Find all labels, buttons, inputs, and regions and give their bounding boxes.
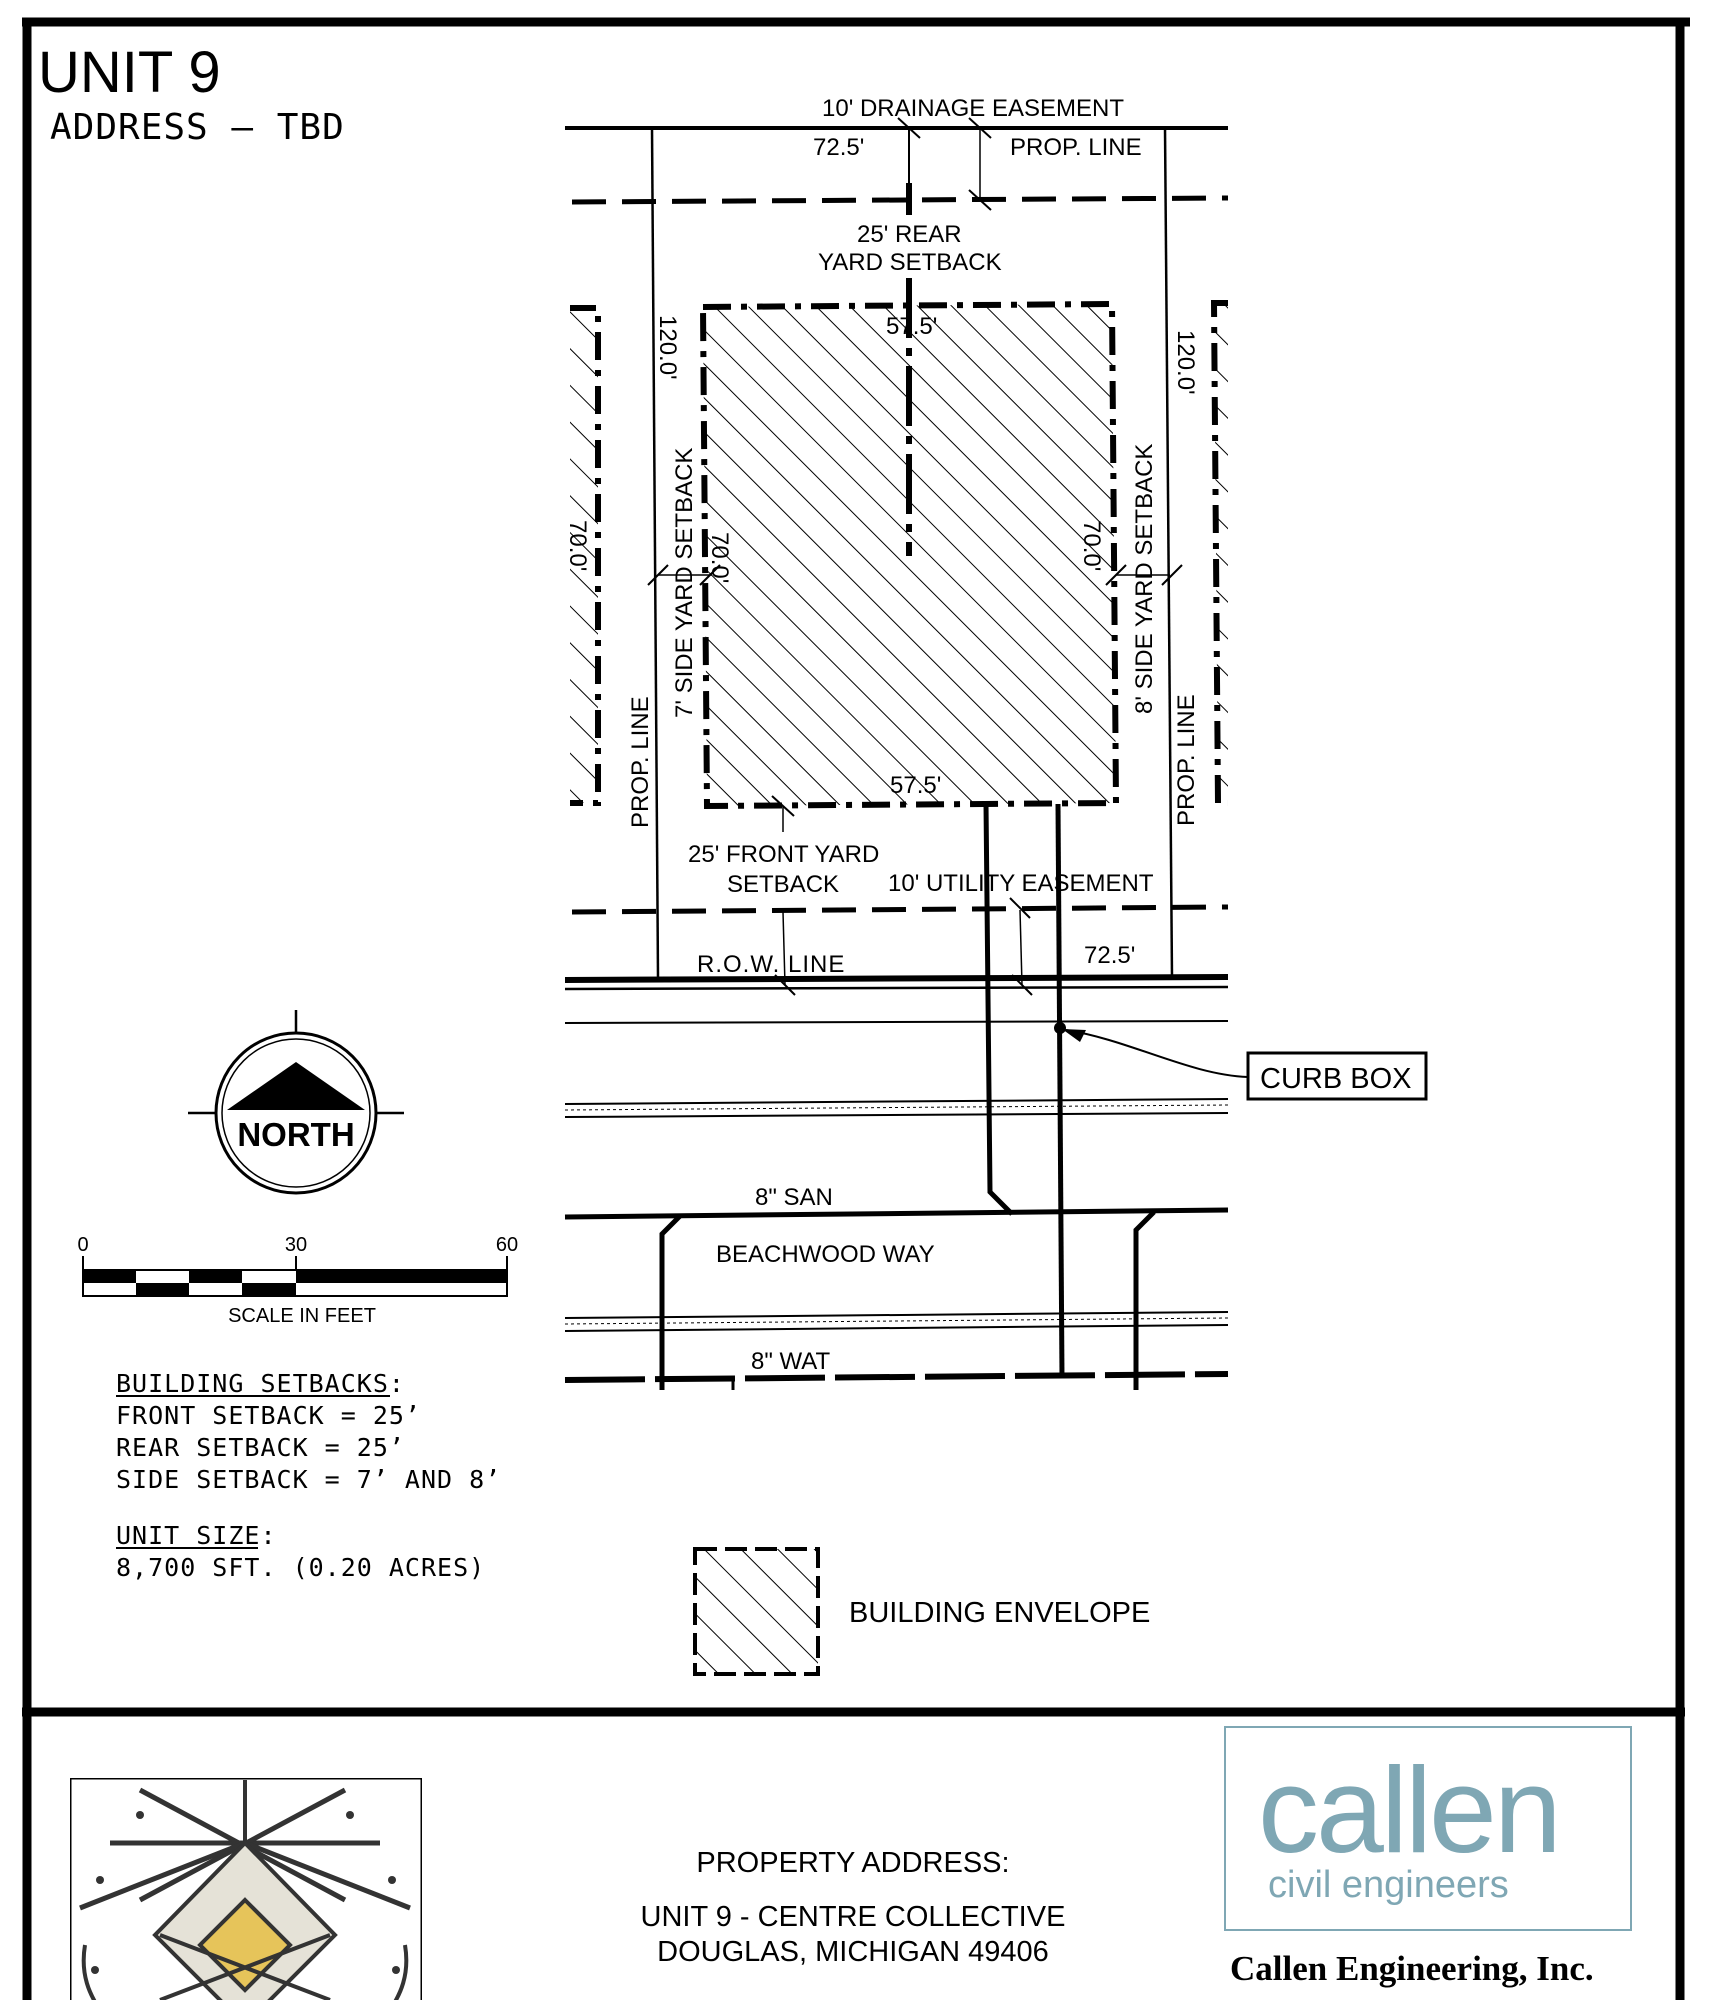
rear-setback-label-2: YARD SETBACK — [818, 249, 1002, 276]
envelope-depth-right-label: 70.0' — [1078, 520, 1105, 571]
legend-envelope-swatch — [693, 1547, 820, 1676]
row-line — [564, 974, 1229, 983]
setbacks-title: BUILDING SETBACKS: — [116, 1369, 405, 1398]
scale-tick-0: 0 — [77, 1234, 88, 1256]
street-name-label: BEACHWOOD WAY — [716, 1241, 935, 1268]
setback-notes: BUILDING SETBACKS: FRONT SETBACK = 25’ R… — [116, 1369, 501, 1582]
envelope-top-width-label: 57.5' — [886, 313, 937, 340]
north-arrow-head — [227, 1062, 365, 1110]
scale-caption: SCALE IN FEET — [228, 1305, 376, 1327]
water-main — [564, 1371, 1229, 1383]
title-block: PROPERTY ADDRESS: UNIT 9 - CENTRE COLLEC… — [70, 1726, 1632, 2000]
utility-easement-line — [571, 904, 1229, 915]
scale-tick-30: 30 — [285, 1234, 307, 1256]
scale-tick-60: 60 — [496, 1234, 518, 1256]
address-line: ADDRESS — TBD — [50, 107, 345, 148]
property-address-line2: DOUGLAS, MICHIGAN 49406 — [657, 1936, 1049, 1968]
neighbor-envelope-left — [568, 305, 601, 806]
left-property-line — [650, 127, 660, 979]
engineer-logo-sub: civil engineers — [1268, 1864, 1509, 1906]
side-setback-right-label: 8' SIDE YARD SETBACK — [1131, 444, 1158, 714]
drainage-easement-label: 10' DRAINAGE EASEMENT — [822, 95, 1124, 122]
property-address-line1: UNIT 9 - CENTRE COLLECTIVE — [641, 1901, 1066, 1933]
front-setback-note: FRONT SETBACK = 25’ — [116, 1401, 421, 1430]
sanitary-main — [564, 1207, 1229, 1220]
lot-depth-left-label: 120.0' — [654, 315, 681, 380]
side-setback-left-label: 7' SIDE YARD SETBACK — [671, 448, 698, 718]
lot-depth-right-label: 120.0' — [1172, 330, 1199, 395]
legend: BUILDING ENVELOPE — [693, 1547, 1150, 1676]
drainage-easement-line — [571, 195, 1229, 205]
front-frontage-label: 72.5' — [1084, 942, 1135, 969]
water-lead — [1055, 803, 1065, 1379]
front-setback-label-2: SETBACK — [727, 871, 839, 898]
utility-easement-label: 10' UTILITY EASEMENT — [888, 870, 1154, 897]
property-address-label: PROPERTY ADDRESS: — [696, 1847, 1009, 1879]
prop-line-top-label: PROP. LINE — [1010, 134, 1142, 161]
site-plan: 10' DRAINAGE EASEMENT 72.5' PROP. LINE 2… — [560, 95, 1428, 1390]
rear-frontage-label: 72.5' — [813, 134, 864, 161]
north-arrow: NORTH — [188, 1010, 404, 1195]
engineer-name: Callen Engineering, Inc. — [1230, 1949, 1594, 1988]
unit-size-value: 8,700 SFT. (0.20 ACRES) — [116, 1553, 485, 1582]
unit-size-title: UNIT SIZE: — [116, 1521, 277, 1550]
sanitary-lead — [983, 803, 1014, 1216]
right-property-line — [1163, 127, 1174, 979]
legend-envelope-label: BUILDING ENVELOPE — [849, 1597, 1150, 1629]
curb-box-label: CURB BOX — [1260, 1063, 1411, 1095]
row-line-label: R.O.W. LINE — [697, 951, 845, 978]
north-label: NORTH — [237, 1116, 354, 1153]
scale-bar: 0 30 60 SCALE IN FEET — [77, 1234, 518, 1327]
engineer-logo-frame — [1224, 1726, 1632, 1931]
curb-box-marker — [1054, 1022, 1066, 1034]
sanitary-label: 8" SAN — [755, 1184, 833, 1211]
front-setback-label-1: 25' FRONT YARD — [688, 841, 879, 868]
envelope-bottom-width-label: 57.5' — [890, 772, 941, 799]
engineer-logo-word: callen — [1258, 1742, 1559, 1878]
curb-box-callout — [1246, 1051, 1428, 1101]
curb-line-north — [564, 1020, 1229, 1024]
side-setback-note: SIDE SETBACK = 7’ AND 8’ — [116, 1465, 501, 1494]
neighbor-envelope-right — [1210, 300, 1228, 806]
project-logo — [70, 1778, 422, 2000]
water-label: 8" WAT — [751, 1348, 831, 1375]
neighbor-depth-left-label: 70.0' — [564, 520, 591, 571]
prop-line-left-label: PROP. LINE — [627, 696, 654, 828]
rear-setback-label-1: 25' REAR — [857, 221, 962, 248]
envelope-depth-left-label: 70.0' — [706, 532, 733, 583]
unit-title: UNIT 9 — [38, 40, 221, 105]
rear-setback-note: REAR SETBACK = 25’ — [116, 1433, 405, 1462]
prop-line-right-label: PROP. LINE — [1173, 694, 1200, 826]
curb-box-leader — [1065, 1029, 1249, 1078]
